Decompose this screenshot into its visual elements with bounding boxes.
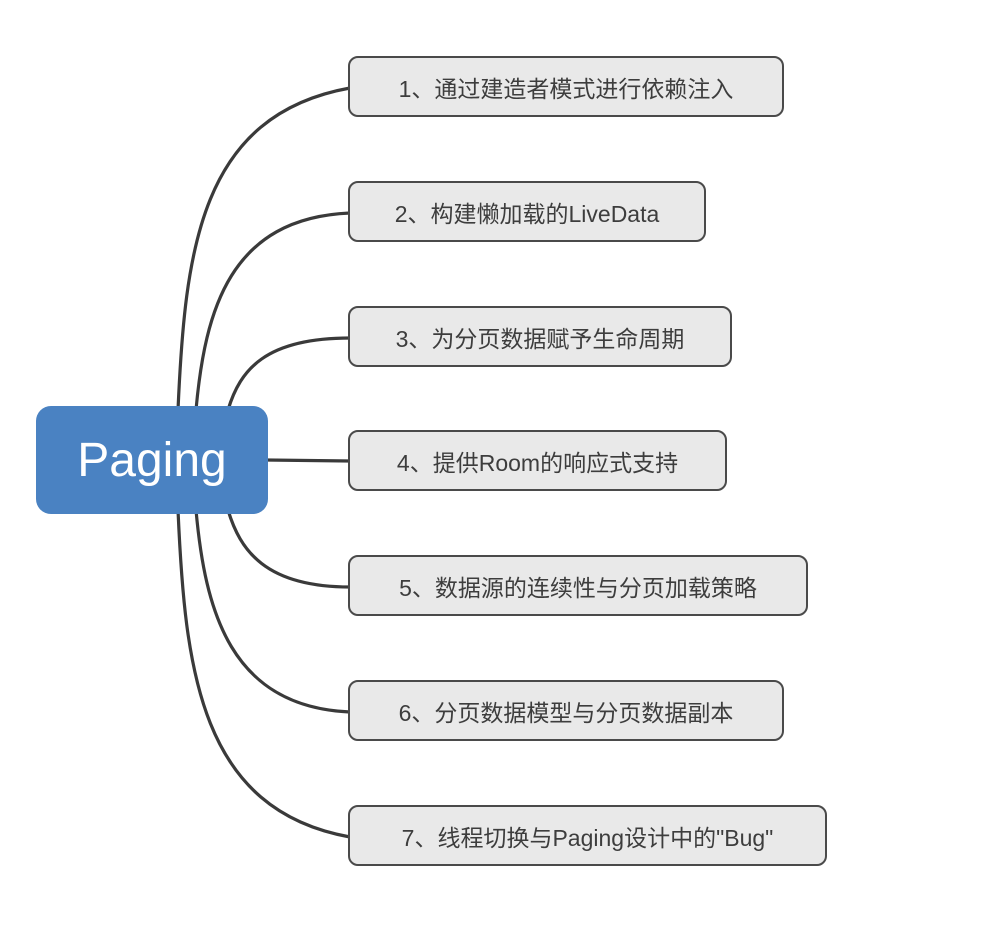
child-node-2-label: 2、构建懒加载的LiveData — [394, 200, 660, 227]
root-node-paging[interactable]: Paging — [36, 406, 268, 514]
child-node-6-label: 6、分页数据模型与分页数据副本 — [398, 699, 734, 726]
child-node-1[interactable]: 1、通过建造者模式进行依赖注入 — [348, 56, 784, 117]
connector-line-1 — [176, 86, 352, 412]
child-node-5-label: 5、数据源的连续性与分页加载策略 — [399, 574, 757, 601]
connector-line-7 — [176, 508, 352, 839]
child-node-7[interactable]: 7、线程切换与Paging设计中的"Bug" — [348, 805, 827, 866]
child-node-6[interactable]: 6、分页数据模型与分页数据副本 — [348, 680, 784, 741]
child-node-3-label: 3、为分页数据赋予生命周期 — [395, 325, 685, 352]
child-node-2[interactable]: 2、构建懒加载的LiveData — [348, 181, 706, 242]
connector-line-2 — [194, 211, 352, 412]
child-node-1-label: 1、通过建造者模式进行依赖注入 — [398, 75, 734, 102]
root-node-label: Paging — [77, 433, 227, 487]
child-node-5[interactable]: 5、数据源的连续性与分页加载策略 — [348, 555, 808, 616]
child-node-4[interactable]: 4、提供Room的响应式支持 — [348, 430, 727, 491]
connector-line-4 — [264, 458, 352, 463]
child-node-7-label: 7、线程切换与Paging设计中的"Bug" — [401, 824, 774, 851]
child-node-4-label: 4、提供Room的响应式支持 — [396, 449, 679, 476]
child-node-3[interactable]: 3、为分页数据赋予生命周期 — [348, 306, 732, 367]
connector-line-6 — [194, 508, 352, 714]
connector-line-3 — [226, 336, 352, 412]
connector-line-5 — [226, 508, 352, 589]
